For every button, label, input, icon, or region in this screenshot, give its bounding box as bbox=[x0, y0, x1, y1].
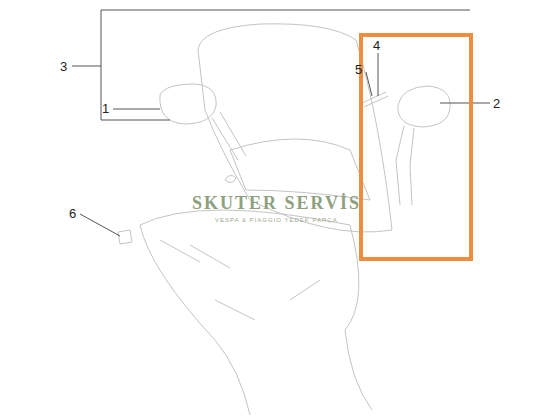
callout-number: 5 bbox=[355, 63, 362, 76]
callout-number: 6 bbox=[69, 207, 76, 220]
callout-number: 3 bbox=[60, 60, 67, 73]
left-mirror bbox=[160, 84, 216, 124]
leader-1 bbox=[113, 109, 160, 110]
right-mirror bbox=[398, 86, 450, 127]
callout-number: 4 bbox=[373, 39, 380, 52]
windshield-base bbox=[230, 139, 370, 200]
leader-4 bbox=[378, 53, 379, 96]
clip bbox=[118, 230, 132, 244]
leader-lines bbox=[72, 10, 490, 236]
highlight-frame bbox=[361, 35, 471, 259]
watermark: SKUTER SERVİS bbox=[192, 194, 361, 212]
shield-details bbox=[160, 240, 320, 320]
left-mirror-stem bbox=[212, 112, 246, 160]
callout-number: 1 bbox=[102, 102, 109, 115]
screw bbox=[362, 92, 388, 107]
front-shield bbox=[140, 210, 372, 415]
leader-2 bbox=[440, 103, 490, 104]
callout-number: 2 bbox=[493, 97, 500, 110]
part-outlines bbox=[118, 24, 450, 415]
leader-6 bbox=[80, 214, 120, 236]
leader-5 bbox=[366, 72, 372, 96]
fastener bbox=[225, 175, 236, 182]
group-bracket bbox=[72, 10, 470, 120]
right-mirror-stem bbox=[396, 126, 414, 205]
watermark: VESPA & PIAGGIO YEDEK PARÇA bbox=[215, 217, 338, 223]
